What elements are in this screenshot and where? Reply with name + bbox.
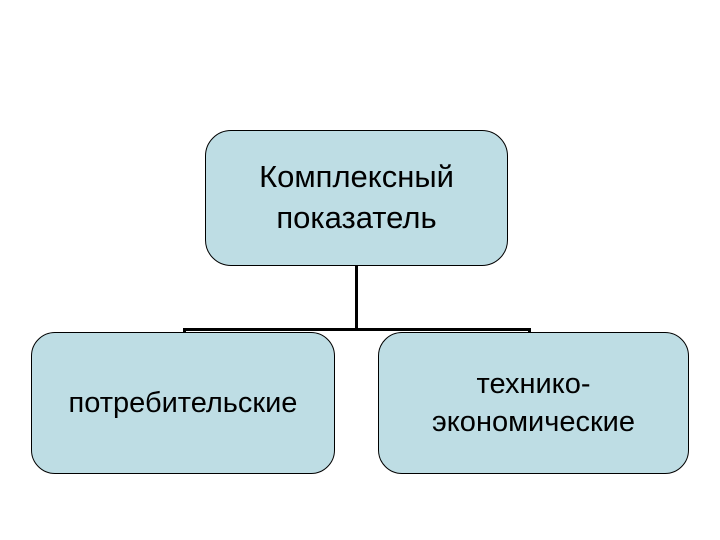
node-root-label: Комплексный показатель (259, 159, 454, 235)
node-child-consumer[interactable]: потребительские (31, 332, 335, 474)
connector-stub-right (528, 328, 531, 334)
connector-trunk-vertical (355, 265, 358, 331)
node-child-technical-economic-label: технико- экономические (432, 367, 635, 438)
node-child-technical-economic[interactable]: технико- экономические (378, 332, 689, 474)
connector-stub-left (183, 328, 186, 334)
node-child-consumer-label: потребительские (68, 386, 298, 419)
connector-horizontal-bar (183, 328, 531, 331)
node-root-complex-indicator[interactable]: Комплексный показатель (205, 130, 508, 266)
